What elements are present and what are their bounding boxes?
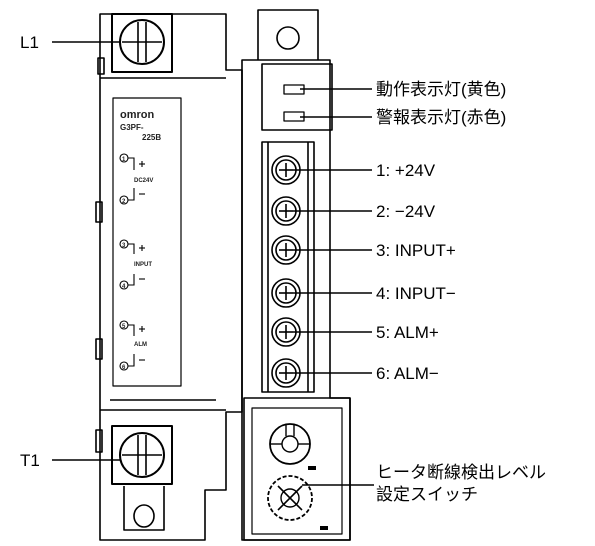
label-terminal-1: 1: +24V [376,161,436,180]
label-t1: T1 [20,451,40,470]
silk-num-4: 4 [122,284,126,290]
indicator-box [261,63,333,131]
model-line-1: G3PF- [120,123,144,132]
label-switch-line-1: ヒータ断線検出レベル [376,463,546,482]
terminal-l1 [111,13,173,73]
silk-input: INPUT [134,262,152,268]
fine-dial [267,475,313,521]
label-terminal-4: 4: INPUT− [376,284,456,303]
left-housing [99,13,243,541]
label-operation-indicator: 動作表示灯(黄色) [376,80,506,99]
label-plate [112,97,182,387]
coarse-dial [269,423,311,465]
label-l1: L1 [20,33,39,52]
label-switch-line-2: 設定スイッチ [376,485,478,504]
label-terminal-3: 3: INPUT+ [376,241,456,260]
label-terminal-5: 5: ALM+ [376,323,439,342]
label-terminal-2: 2: −24V [376,202,436,221]
mount-tab-bottom [123,486,165,531]
right-housing [241,59,351,541]
silk-num-1: 1 [122,157,126,163]
silk-dc24v: DC24V [134,178,153,184]
terminal-block [261,141,315,393]
terminal-t1 [111,425,173,485]
brand-logo: omron [120,109,155,121]
mount-tab-top [257,9,319,60]
silk-num-5: 5 [122,324,126,330]
silk-num-6: 6 [122,365,126,371]
silk-num-3: 3 [122,243,126,249]
silk-num-2: 2 [122,199,126,205]
switch-panel [243,397,351,541]
silk-alm: ALM [134,342,147,348]
label-terminal-6: 6: ALM− [376,364,439,383]
model-line-2: 225B [142,133,161,142]
label-alarm-indicator: 警報表示灯(赤色) [376,108,506,127]
